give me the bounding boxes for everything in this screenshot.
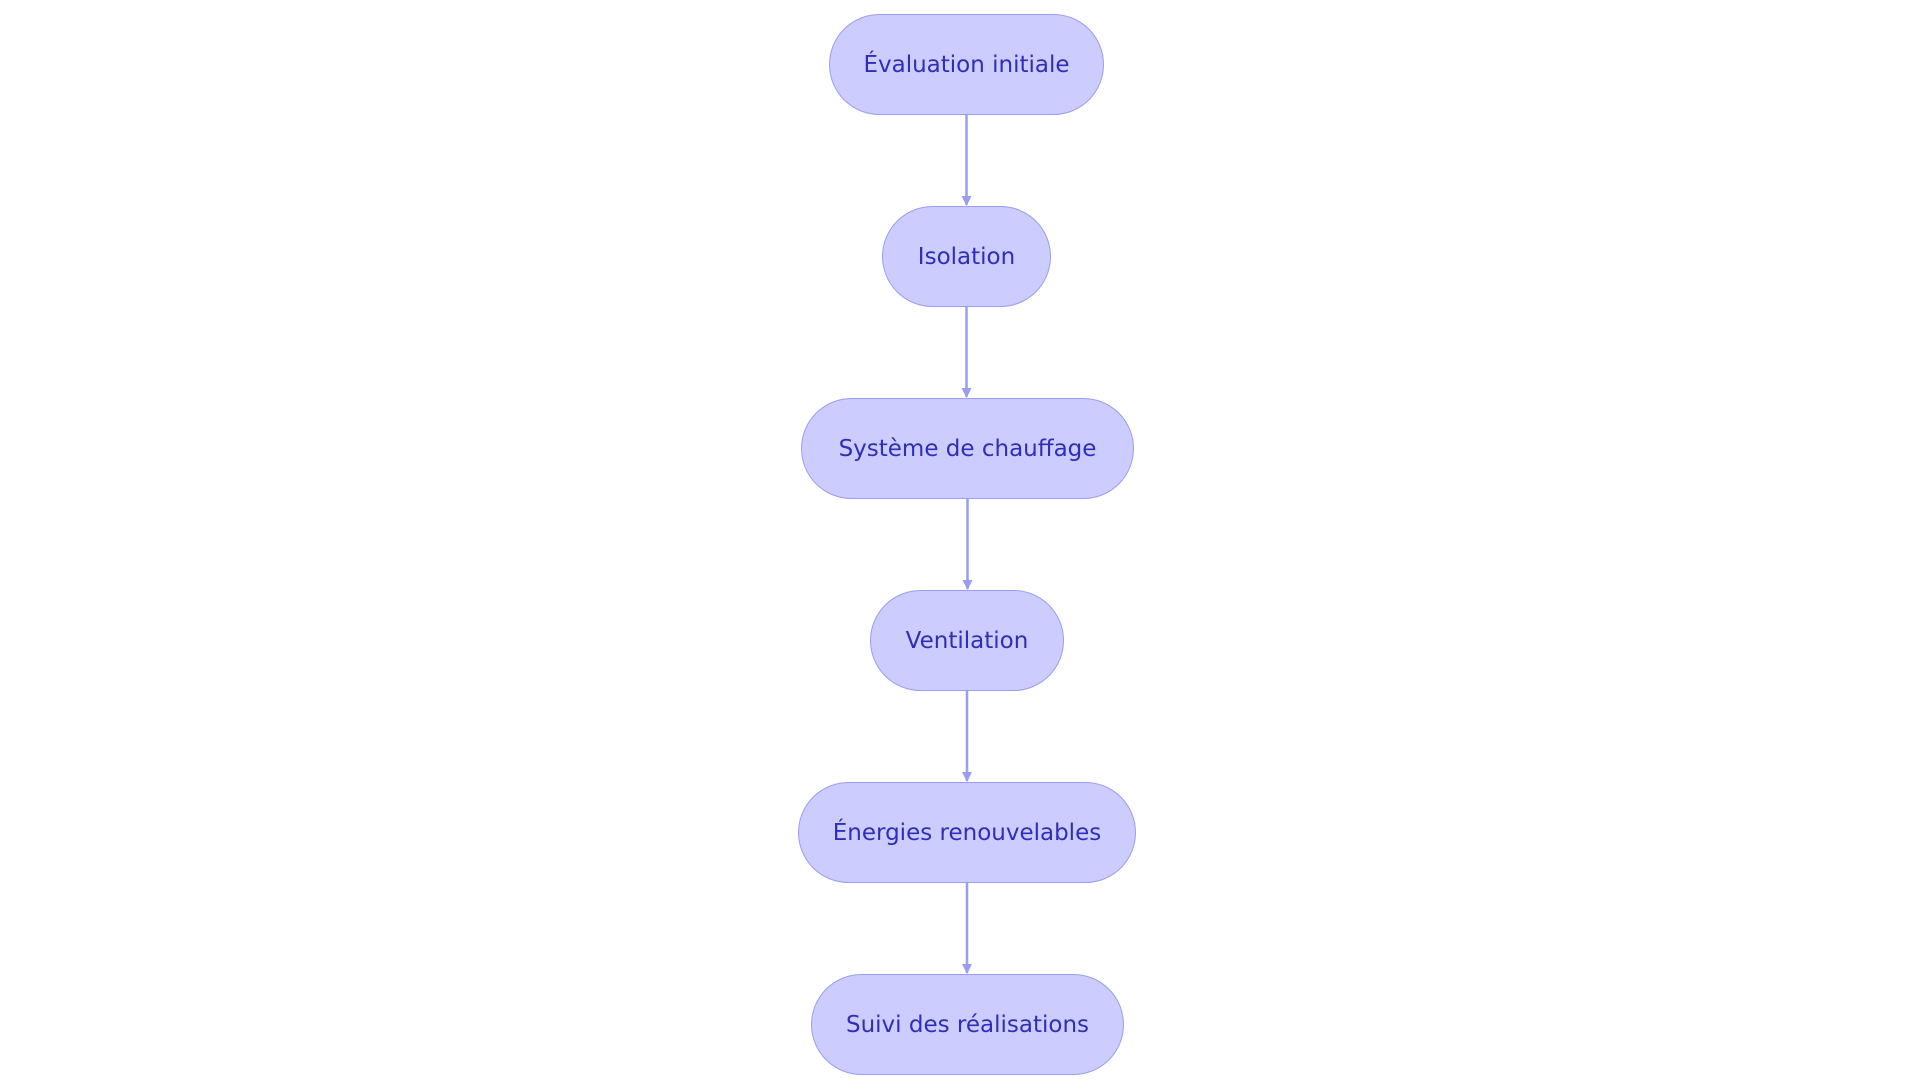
node-suivi-des-realisations[interactable]: Suivi des réalisations [811,974,1124,1075]
node-label: Système de chauffage [838,435,1097,462]
node-label: Évaluation initiale [863,51,1070,78]
node-label: Suivi des réalisations [845,1011,1090,1038]
node-label: Ventilation [905,627,1029,654]
node-label: Énergies renouvelables [832,819,1102,846]
node-label: Isolation [917,243,1016,270]
node-energies-renouvelables[interactable]: Énergies renouvelables [798,782,1136,883]
node-isolation[interactable]: Isolation [882,206,1051,307]
node-systeme-de-chauffage[interactable]: Système de chauffage [801,398,1134,499]
node-evaluation-initiale[interactable]: Évaluation initiale [829,14,1104,115]
node-ventilation[interactable]: Ventilation [870,590,1064,691]
